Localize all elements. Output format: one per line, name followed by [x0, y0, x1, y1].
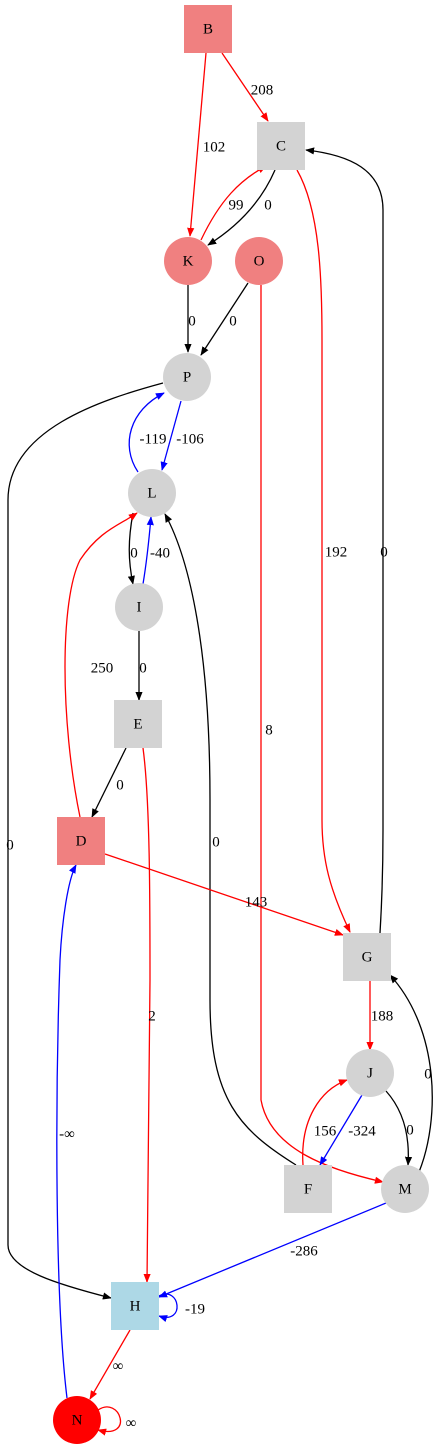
- edge-label-m-h: -286: [290, 1243, 318, 1259]
- edge-label-g-c: 0: [380, 544, 388, 560]
- edge-d-g: [104, 853, 344, 936]
- edge-label-k-p: 0: [188, 313, 196, 329]
- edge-o-p: [200, 282, 249, 356]
- edge-label-o-p: 0: [229, 313, 237, 329]
- edge-b-k: [187, 52, 207, 237]
- edge-d-l: [64, 512, 138, 818]
- node-d: [57, 817, 105, 865]
- node-o: [235, 237, 283, 285]
- edge-j-m: [385, 1090, 413, 1166]
- node-label-b: B: [203, 21, 213, 37]
- node-label-c: C: [276, 138, 286, 154]
- node-label-g: G: [362, 949, 373, 965]
- node-m: [381, 1165, 429, 1213]
- edge-label-c-g: 192: [325, 544, 348, 560]
- edge-h-n: [89, 1329, 131, 1400]
- edge-p-h: [7, 382, 164, 1300]
- edge-label-h-n: ∞: [113, 1358, 124, 1374]
- edge-label-i-e: 0: [139, 660, 147, 676]
- node-label-k: K: [183, 253, 194, 269]
- edge-label-i-l: -40: [150, 545, 170, 561]
- edge-p-l: [160, 400, 182, 471]
- node-l: [128, 469, 176, 517]
- edge-j-f: [319, 1094, 363, 1166]
- edge-c-k: [207, 169, 276, 246]
- edge-label-b-c: 208: [251, 82, 274, 98]
- edge-g-c: [305, 147, 384, 934]
- edge-label-f-l: 0: [212, 834, 220, 850]
- node-e: [114, 700, 162, 748]
- edge-l-p: [128, 392, 165, 473]
- node-h: [111, 1282, 159, 1330]
- edges-layer: [7, 52, 433, 1436]
- edge-k-c: [200, 165, 267, 241]
- edge-e-h: [142, 747, 151, 1283]
- node-label-f: F: [304, 1181, 312, 1197]
- nodes-layer: B C K O P L I E D G J F M H N: [53, 5, 429, 1444]
- node-label-e: E: [133, 716, 142, 732]
- edge-label-k-c: 99: [229, 197, 244, 213]
- node-n: [53, 1396, 101, 1444]
- edge-label-p-h: 0: [6, 837, 14, 853]
- edge-label-m-g: 0: [424, 1066, 432, 1082]
- node-label-i: I: [137, 599, 142, 615]
- edge-label-e-d: 0: [116, 777, 124, 793]
- edge-label-l-i: 0: [130, 545, 138, 561]
- edge-m-h: [158, 1202, 387, 1298]
- edge-label-n-n: ∞: [126, 1415, 137, 1431]
- node-k: [164, 237, 212, 285]
- node-label-n: N: [72, 1412, 83, 1428]
- edge-label-d-l: 250: [91, 660, 114, 676]
- edge-n-n: [97, 1406, 122, 1436]
- node-label-h: H: [130, 1298, 141, 1314]
- node-label-j: J: [367, 1065, 373, 1081]
- edge-labels-layer: 208 102 99 0 0 0 192 0 8 -119 -106 0 0 -40 250 0 0 0 2 143 -…: [6, 82, 432, 1431]
- node-label-l: L: [147, 485, 156, 501]
- edge-label-o-m: 8: [265, 722, 273, 738]
- edge-label-j-m: 0: [406, 1122, 414, 1138]
- edge-f-j: [302, 1079, 348, 1166]
- edge-label-b-k: 102: [203, 139, 226, 155]
- edge-o-m: [260, 285, 384, 1184]
- edge-label-j-f: -324: [348, 1123, 376, 1139]
- edge-h-h: [158, 1293, 178, 1322]
- edge-label-h-h: -19: [185, 1301, 205, 1317]
- node-p: [163, 353, 211, 401]
- edge-b-c: [221, 52, 269, 122]
- edge-e-d: [91, 747, 127, 818]
- edge-label-p-l: -106: [176, 431, 204, 447]
- edge-label-g-j: 188: [371, 1008, 394, 1024]
- edge-label-n-d: -∞: [59, 1126, 75, 1142]
- edge-c-g: [296, 169, 351, 933]
- edge-label-e-h: 2: [148, 1008, 156, 1024]
- node-i: [115, 583, 163, 631]
- edge-m-g: [389, 974, 433, 1173]
- node-j: [346, 1049, 394, 1097]
- node-b: [184, 5, 232, 53]
- edge-label-l-p: -119: [140, 431, 167, 447]
- node-label-p: P: [183, 369, 191, 385]
- edge-label-d-g: 143: [245, 894, 268, 910]
- node-label-d: D: [76, 833, 87, 849]
- edge-label-f-j: 156: [314, 1123, 337, 1139]
- node-c: [257, 122, 305, 170]
- edge-i-l: [142, 516, 154, 585]
- edge-label-c-k: 0: [264, 197, 272, 213]
- edge-f-l: [164, 513, 297, 1166]
- node-label-o: O: [254, 253, 265, 269]
- edge-n-d: [56, 864, 77, 1399]
- node-g: [343, 933, 391, 981]
- node-label-m: M: [398, 1181, 411, 1197]
- node-f: [284, 1165, 332, 1213]
